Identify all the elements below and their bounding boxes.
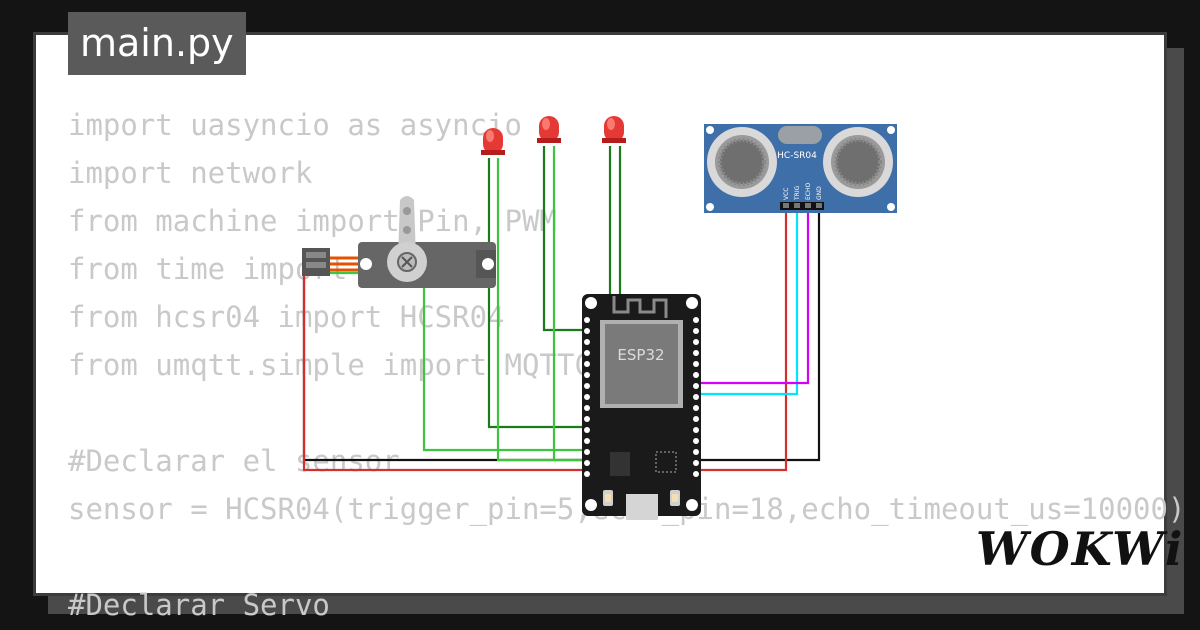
code-line: from machine import Pin, PWM <box>68 204 557 238</box>
wire-led1-cathode <box>496 158 586 462</box>
hc-sr04-sensor[interactable]: HC-SR04 VCC TRIG ECHO GND <box>704 124 897 213</box>
code-line: import uasyncio as asyncio <box>68 108 522 142</box>
wire-servo-vcc <box>302 268 586 472</box>
code-line: #Declarar Servo <box>68 588 330 622</box>
servo-motor[interactable] <box>302 196 496 288</box>
wire-led2-anode <box>542 146 586 332</box>
led-2[interactable] <box>537 116 561 143</box>
sensor-pin-label: TRIG <box>794 185 801 201</box>
led-3[interactable] <box>602 116 626 143</box>
sensor-pin-label: ECHO <box>805 183 812 200</box>
wire-trig <box>690 206 799 396</box>
wire-vcc <box>690 206 788 472</box>
sensor-label: HC-SR04 <box>777 151 817 161</box>
esp32-label: ESP32 <box>617 346 664 364</box>
code-line: import network <box>68 156 313 190</box>
esp32-board[interactable]: ESP32 <box>582 294 701 520</box>
wire-servo-signal <box>330 271 586 452</box>
wire-gnd <box>690 206 821 462</box>
sensor-pin-label: GND <box>816 186 823 200</box>
code-line: from hcsr04 import HCSR04 <box>68 300 505 334</box>
filename-tab[interactable]: main.py <box>68 12 246 75</box>
sensor-pin-label: VCC <box>783 188 790 200</box>
code-line: sensor = HCSR04(trigger_pin=5,echo_pin=1… <box>68 492 1186 526</box>
wire-echo <box>690 206 810 385</box>
wokwi-logo: WOKWi <box>976 522 1185 576</box>
wire-led2-cathode <box>552 146 586 462</box>
led-1[interactable] <box>481 128 505 155</box>
